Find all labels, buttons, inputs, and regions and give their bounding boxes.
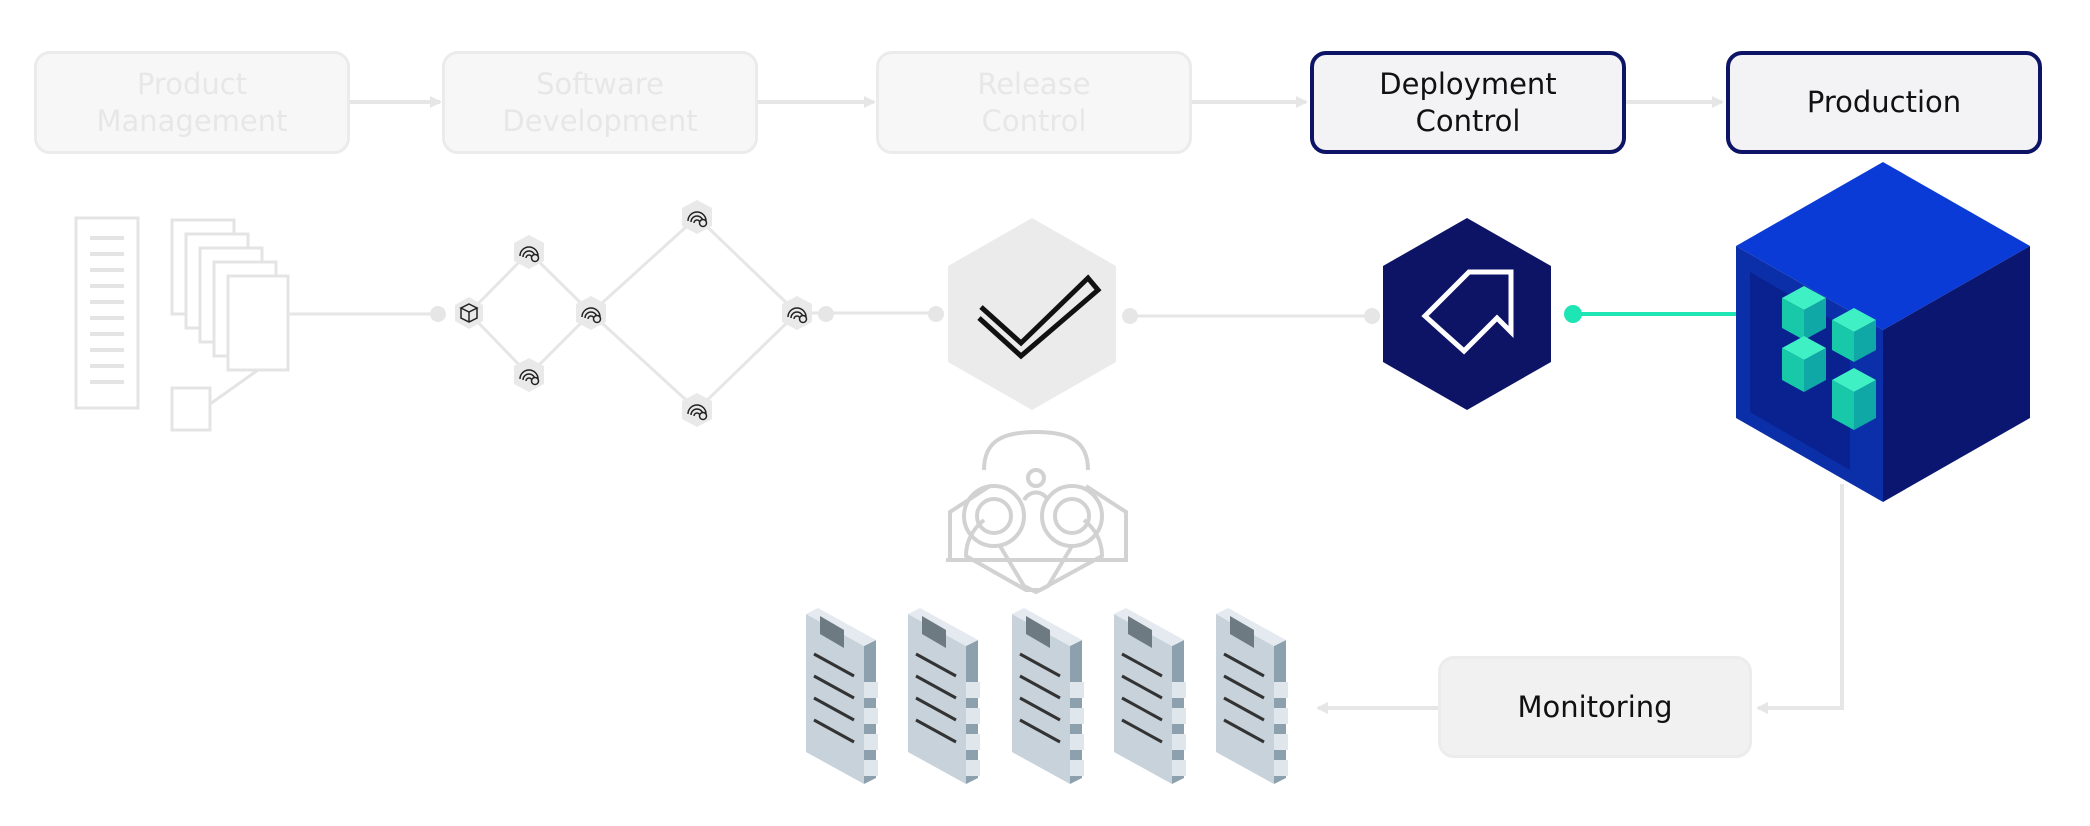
- package-node-icon: [455, 297, 483, 329]
- stage-label: Product Management: [96, 66, 288, 138]
- connector-production-to-monitoring: [1756, 484, 1844, 714]
- connector-dot: [1564, 305, 1582, 323]
- log-clipboard-icon: [1012, 608, 1084, 784]
- fingerprint-scan-icon: [576, 296, 606, 330]
- stage-label: Software Development: [502, 66, 698, 138]
- fingerprint-scan-icon: [682, 200, 712, 234]
- fingerprint-scan-icon: [514, 235, 544, 269]
- log-clipboard-icon: [806, 608, 878, 784]
- connector-dot: [1122, 308, 1138, 324]
- stage-product-management: Product Management: [34, 51, 350, 154]
- production-cube-icon: [1736, 162, 2030, 502]
- documents-icon: [74, 216, 290, 432]
- connector-dot: [430, 306, 446, 322]
- arrow-up-left-icon: [1383, 218, 1551, 410]
- binoculars-person-icon: [946, 429, 1128, 595]
- stage-monitoring: Monitoring: [1438, 656, 1752, 758]
- fingerprint-scan-icon: [682, 393, 712, 427]
- stage-release-control: Release Control: [876, 51, 1192, 154]
- stage-label: Production: [1806, 85, 1962, 119]
- log-clipboard-icon: [908, 608, 980, 784]
- stage-software-development: Software Development: [442, 51, 758, 154]
- stage-production: Production: [1726, 51, 2042, 154]
- log-clipboard-icon: [1216, 608, 1288, 784]
- stage-label: Deployment Control: [1379, 66, 1557, 138]
- connector-dot: [818, 306, 834, 322]
- stage-deployment-control: Deployment Control: [1310, 51, 1626, 154]
- fingerprint-scan-icon: [514, 358, 544, 392]
- fingerprint-scan-icon: [782, 296, 812, 330]
- log-clipboard-icon: [1114, 608, 1186, 784]
- stage-label: Monitoring: [1517, 689, 1673, 724]
- connector-dot: [928, 306, 944, 322]
- checkmark-icon: [948, 218, 1116, 410]
- stage-label: Release Control: [977, 66, 1091, 138]
- connector-dot: [1364, 308, 1380, 324]
- teal-blocks: [1782, 286, 1876, 430]
- pipeline-network: [455, 200, 944, 427]
